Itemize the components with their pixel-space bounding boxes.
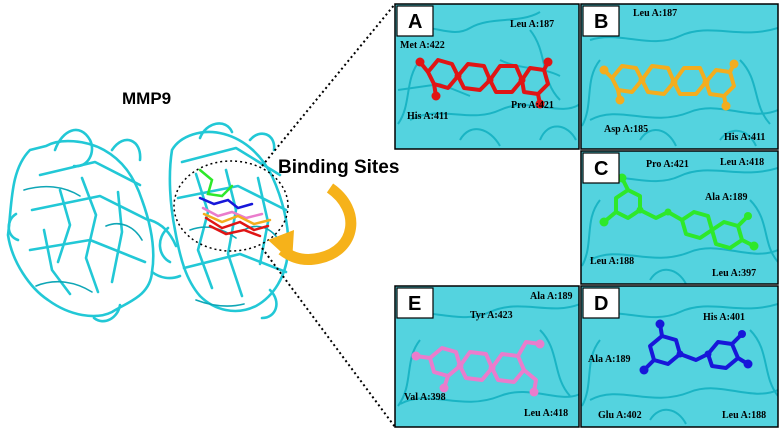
panel-e-letter: E xyxy=(408,293,421,315)
residue-label: Pro A:421 xyxy=(511,100,554,111)
curved-arrow-body xyxy=(278,183,357,266)
panel-c-letter-box xyxy=(582,152,620,184)
panel-b: B Leu A:187 Asp A:185 His A:411 xyxy=(580,3,779,150)
zoom-line-top xyxy=(261,3,396,167)
residue-label: Leu A:397 xyxy=(712,268,756,279)
residue-label: Asp A:185 xyxy=(604,124,648,135)
protein-title: MMP9 xyxy=(122,89,171,108)
panel-c: C Pro A:421 Leu A:418 Ala A:189 Leu A:18… xyxy=(580,150,779,285)
arrow-head-icon xyxy=(268,230,294,262)
panel-c-letter: C xyxy=(594,158,608,180)
residue-label: Leu A:188 xyxy=(722,410,766,421)
panel-d-letter-box xyxy=(582,287,620,319)
panel-a-letter-box xyxy=(396,5,434,37)
ligand-b-atoms xyxy=(599,59,739,111)
residue-label: Met A:422 xyxy=(400,40,445,51)
panel-a-letter: A xyxy=(408,11,422,33)
ligand-c-atoms xyxy=(599,173,759,251)
residue-label: Leu A:418 xyxy=(720,157,764,168)
residue-label: His A:411 xyxy=(724,132,765,143)
residue-label: Leu A:418 xyxy=(524,408,568,419)
panel-a: A Leu A:187 Met A:422 His A:411 Pro A:42… xyxy=(394,3,580,150)
panel-e: E Ala A:189 Tyr A:423 Val A:398 Leu A:41… xyxy=(394,285,580,428)
binding-sites-label: Binding Sites xyxy=(278,157,399,178)
panel-b-letter-box xyxy=(582,5,620,37)
residue-label: His A:401 xyxy=(703,312,745,323)
residue-label: Ala A:189 xyxy=(530,291,573,302)
residue-label: Tyr A:423 xyxy=(470,310,513,321)
panel-d-letter: D xyxy=(594,293,608,315)
residue-label: Ala A:189 xyxy=(705,192,748,203)
residue-label: Leu A:188 xyxy=(590,256,634,267)
ligand-d xyxy=(642,323,750,372)
residue-label: Leu A:187 xyxy=(633,8,677,19)
zoom-line-bottom xyxy=(261,247,396,428)
binding-site-circle xyxy=(173,160,289,252)
ligand-cluster xyxy=(198,168,272,238)
residue-label: Pro A:421 xyxy=(646,159,689,170)
residue-label: Ala A:189 xyxy=(588,354,631,365)
panel-b-letter: B xyxy=(594,11,608,33)
residue-label: Leu A:187 xyxy=(510,19,554,30)
ligand-e-atoms xyxy=(411,339,545,397)
residue-label: His A:411 xyxy=(407,111,448,122)
residue-label: Glu A:402 xyxy=(598,410,642,421)
residue-label: Val A:398 xyxy=(404,392,446,403)
ligand-c xyxy=(602,177,755,250)
ligand-a-atoms xyxy=(415,57,553,109)
panel-e-letter-box xyxy=(396,287,434,319)
protein-structure xyxy=(6,122,290,323)
ligand-d-atoms xyxy=(639,319,753,375)
panel-d: D His A:401 Ala A:189 Glu A:402 Leu A:18… xyxy=(580,285,779,428)
